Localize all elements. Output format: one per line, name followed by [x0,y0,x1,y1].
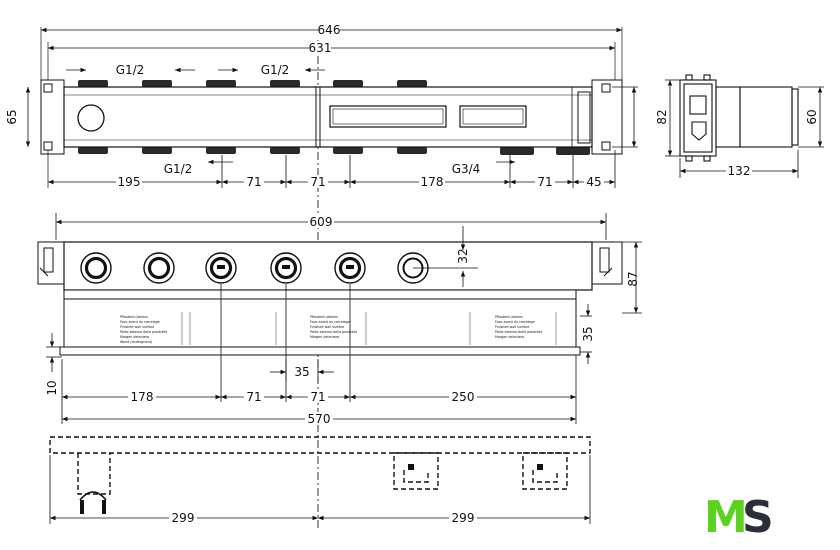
dim-side-depth: 132 [728,164,751,178]
dim-seg-2: 71 [310,175,325,189]
thread-label-outlet: G3/4 [452,162,481,176]
dim-height-65: 65 [5,109,19,124]
dim-seg-end: 45 [586,175,601,189]
bottom-view: 299 299 [49,436,591,525]
svg-text:Pflasterd.(dekors: Pflasterd.(dekors [310,315,338,319]
top-view: 646 631 G1/2 G1/2 65 G1/2 G3/4 195 71 71… [5,23,638,189]
svg-text:Parte esterna della piastrella: Parte esterna della piastrella [310,330,357,334]
dim-total-width: 646 [318,23,341,37]
dim-front-seg-2: 71 [310,390,325,404]
dim-front-seg-right: 250 [452,390,475,404]
svg-text:Pflasterd.(dekors: Pflasterd.(dekors [495,315,523,319]
svg-text:Face avant du carrelage: Face avant du carrelage [120,320,160,324]
dim-side-height-60: 60 [805,109,819,124]
dim-seg-4: 71 [537,175,552,189]
thread-label-top-right: G1/2 [261,63,290,77]
front-view: Pflasterd.(dekors Face avant du carrelag… [37,213,642,426]
svg-text:Wand (ondergrond): Wand (ondergrond) [120,340,152,344]
logo-letter-s: S [742,492,774,543]
dim-finish-height: 35 [581,326,595,341]
svg-text:Face avant du carrelage: Face avant du carrelage [495,320,535,324]
dim-seg-1: 71 [246,175,261,189]
dim-gap: 35 [294,365,309,379]
logo-letter-m: M [704,492,748,543]
svg-text:Finished wall surface: Finished wall surface [120,325,154,329]
dim-front-height: 87 [626,271,640,286]
thread-label-top-left: G1/2 [116,63,145,77]
svg-text:Parte esterna della piastrella: Parte esterna della piastrella [120,330,167,334]
thread-label-bottom: G1/2 [164,162,193,176]
dim-front-seg-left: 178 [131,390,154,404]
dim-front-seg-1: 71 [246,390,261,404]
side-view: 82 60 132 [655,74,824,178]
dim-inner-width: 631 [309,41,332,55]
ms-logo: M S [704,492,774,543]
dim-front-width: 609 [310,215,333,229]
svg-text:Finished wall surface: Finished wall surface [310,325,344,329]
svg-text:Face avant du carrelage: Face avant du carrelage [310,320,350,324]
dim-bottom-left-half: 299 [172,511,195,525]
dim-knob-offset: 32 [456,248,470,263]
valve-outlets [80,252,429,284]
dim-seg-3: 178 [421,175,444,189]
svg-text:Parte esterna della piastrella: Parte esterna della piastrella [495,330,542,334]
dim-side-height-82: 82 [655,109,669,124]
dim-bottom-offset: 10 [45,380,59,395]
dim-seg-left: 195 [118,175,141,189]
svg-text:Pflasterd.(dekors: Pflasterd.(dekors [120,315,148,319]
dim-total-base: 570 [308,412,331,426]
svg-text:Margen delantero: Margen delantero [120,335,149,339]
svg-text:Margen delantero: Margen delantero [310,335,339,339]
svg-text:Margen delantero: Margen delantero [495,335,524,339]
svg-text:Finished wall surface: Finished wall surface [495,325,529,329]
dim-bottom-right-half: 299 [452,511,475,525]
